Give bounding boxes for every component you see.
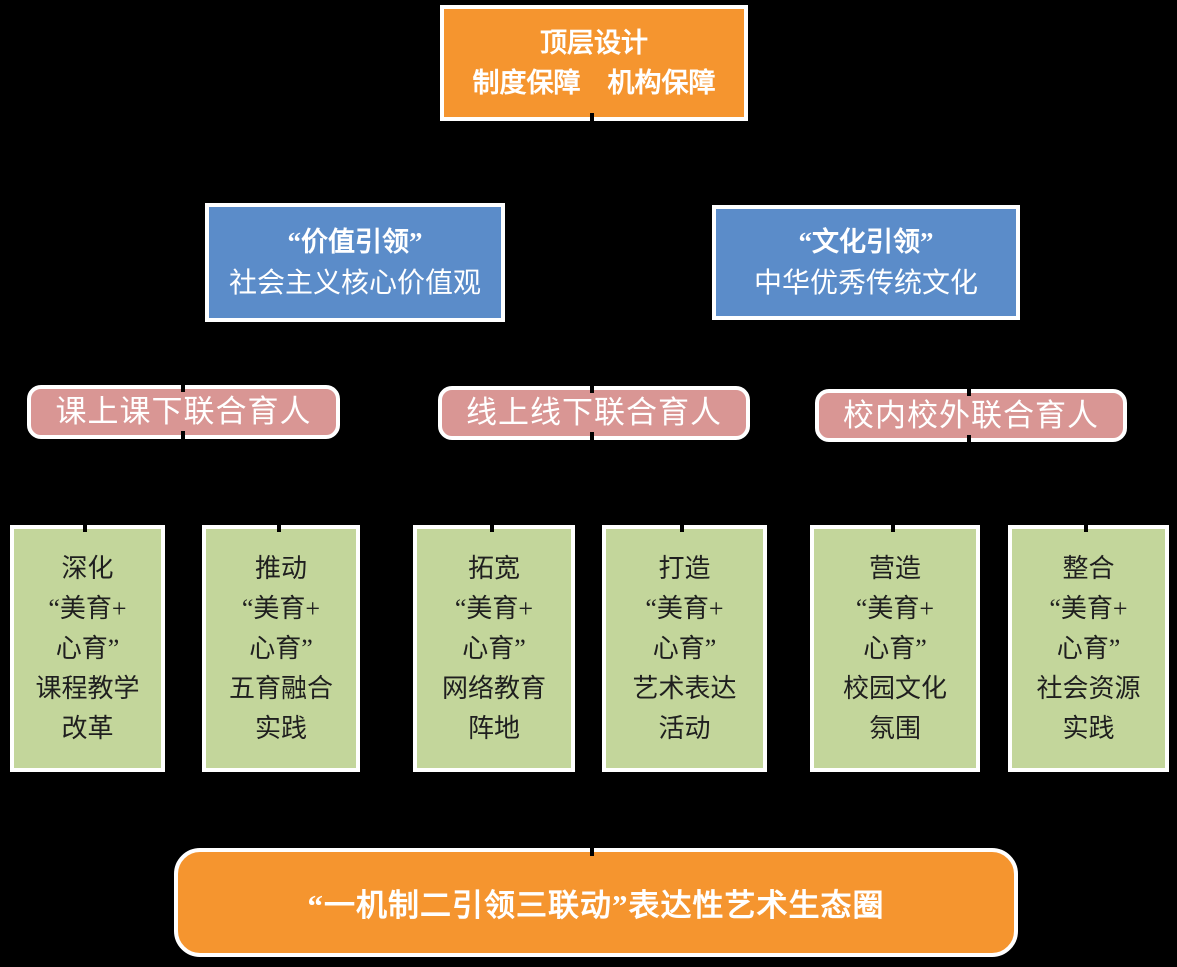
strategy-label: 深化 “美育+ 心育” 课程教学 改革 (35, 553, 140, 743)
culture-lead-title: “文化引领” (798, 226, 934, 257)
culture-lead-node: “文化引领” 中华优秀传统文化 (712, 205, 1020, 320)
connector-tick (590, 378, 594, 393)
connector-tick (590, 432, 594, 447)
value-lead-node: “价值引领” 社会主义核心价值观 (205, 203, 505, 322)
value-lead-desc: 社会主义核心价值观 (228, 267, 481, 299)
strategy-node-five-edu: 推动 “美育+ 心育” 五育融合 实践 (202, 525, 360, 772)
strategy-node-network: 拓宽 “美育+ 心育” 网络教育 阵地 (413, 525, 575, 772)
connector-tick (277, 517, 281, 532)
connector-tick (967, 381, 971, 396)
linkage-label: 线上线下联合育人 (466, 395, 722, 430)
connector-tick (490, 517, 494, 532)
culture-lead-desc: 中华优秀传统文化 (753, 267, 978, 299)
strategy-label: 打造 “美育+ 心育” 艺术表达 活动 (632, 553, 737, 743)
value-lead-title: “价值引领” (287, 226, 423, 257)
strategy-node-curriculum: 深化 “美育+ 心育” 课程教学 改革 (10, 525, 165, 772)
connector-tick (891, 517, 895, 532)
connector-tick (181, 431, 185, 446)
connector-tick (1084, 517, 1088, 532)
ecosystem-summary-label: “一机制二引领三联动”表达性艺术生态圈 (307, 888, 885, 923)
connector-tick (590, 113, 594, 128)
linkage-node-campus: 校内校外联合育人 (815, 389, 1127, 442)
top-design-title: 顶层设计 (540, 28, 648, 58)
connector-tick (181, 377, 185, 392)
linkage-node-online: 线上线下联合育人 (438, 386, 750, 440)
top-design-node: 顶层设计 制度保障 机构保障 (440, 5, 748, 121)
top-design-subtitle: 制度保障 机构保障 (472, 68, 716, 98)
connector-tick (967, 435, 971, 450)
connector-tick (680, 517, 684, 532)
strategy-node-art-expression: 打造 “美育+ 心育” 艺术表达 活动 (602, 525, 767, 772)
strategy-label: 营造 “美育+ 心育” 校园文化 氛围 (842, 553, 947, 743)
strategy-label: 推动 “美育+ 心育” 五育融合 实践 (228, 553, 333, 743)
linkage-label: 校内校外联合育人 (843, 397, 1099, 433)
strategy-node-social-resources: 整合 “美育+ 心育” 社会资源 实践 (1008, 525, 1169, 772)
connector-tick (590, 841, 594, 856)
linkage-label: 课上课下联合育人 (55, 394, 312, 429)
ecosystem-summary-node: “一机制二引领三联动”表达性艺术生态圈 (174, 848, 1018, 957)
strategy-label: 拓宽 “美育+ 心育” 网络教育 阵地 (441, 553, 546, 743)
strategy-node-campus-culture: 营造 “美育+ 心育” 校园文化 氛围 (810, 525, 980, 772)
strategy-label: 整合 “美育+ 心育” 社会资源 实践 (1036, 553, 1141, 743)
connector-tick (83, 517, 87, 532)
